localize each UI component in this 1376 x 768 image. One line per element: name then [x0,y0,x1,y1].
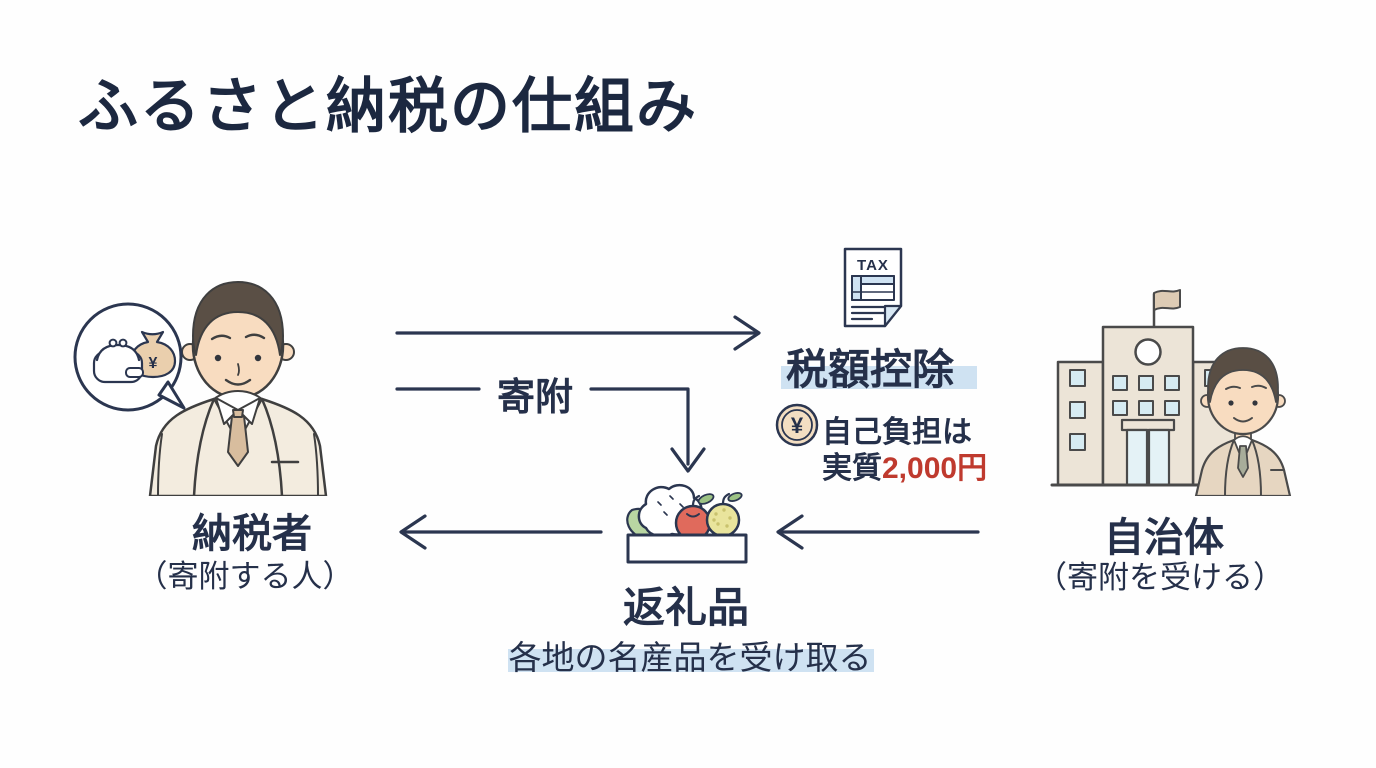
gift-basket-icon [626,483,748,564]
taxpayer-label: 納税者 [192,512,312,556]
coin-purse-icon [92,338,144,384]
page-title: ふるさと納税の仕組み [78,73,698,140]
tax-document-icon: TAX [843,247,903,328]
flag-icon [1153,289,1181,311]
arrow-donation-to-gift [395,387,706,473]
svg-text:¥: ¥ [149,355,158,372]
gift-note: 各地の名産品を受け取る [508,639,872,676]
taxpayer-person-icon [148,281,328,496]
municipality-illustration [1050,289,1292,496]
government-building-icon [1050,289,1252,487]
arrow-municipality-to-gift [776,514,980,550]
self-pay-note-prefix: 実質 [822,452,882,485]
self-pay-note-line2: 実質2,000円 [822,443,987,487]
svg-text:¥: ¥ [791,413,804,438]
arrow-donation-to-tax-deduction [395,315,761,351]
municipality-label: 自治体 [1104,516,1224,560]
pear-icon [705,492,743,538]
taxpayer-sublabel: （寄附する人） [136,559,354,594]
money-speech-bubble: ¥ [73,302,186,412]
municipality-sublabel: （寄附を受ける） [1036,560,1284,595]
gift-label: 返礼品 [622,584,750,631]
basket-box [626,533,748,564]
yen-coin-icon: ¥ [775,403,819,447]
donation-label: 寄附 [496,377,574,419]
municipality-staff-icon [1194,347,1292,496]
self-pay-note-line1: 自己負担は [822,416,972,449]
tax-deduction-label: 税額控除 [785,346,955,393]
tax-deduction-highlight [781,366,977,389]
gift-note-highlight [508,649,874,672]
arrow-gift-to-taxpayer [399,514,603,550]
self-pay-amount: 2,000円 [882,452,988,485]
taxpayer-illustration: ¥ [73,281,328,496]
apple-icon [674,493,715,542]
svg-text:TAX: TAX [857,257,889,274]
